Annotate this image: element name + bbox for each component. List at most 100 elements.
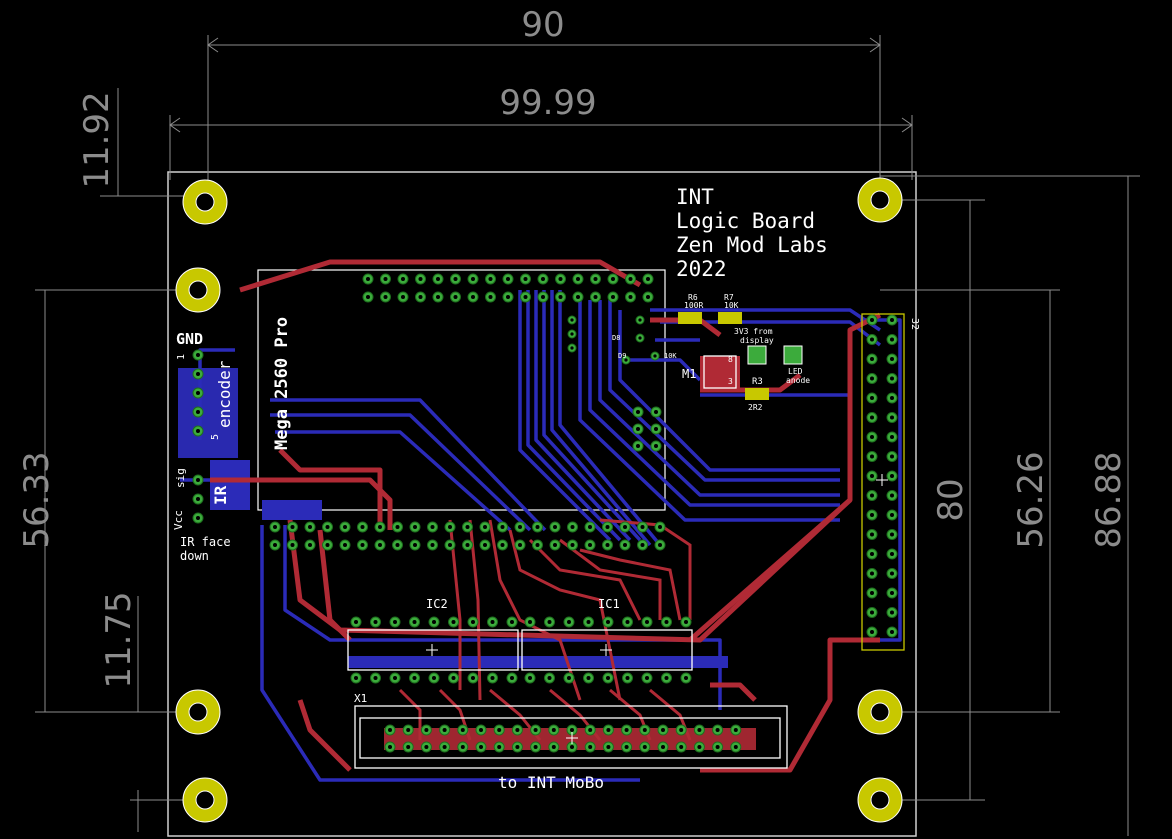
- x1-pin-drill: [642, 745, 647, 749]
- ic2-pin-drill: [412, 676, 417, 680]
- bottom-pour-bus: [262, 500, 322, 520]
- module-header-pad-drill: [308, 543, 312, 547]
- ic1-outline: [521, 629, 693, 671]
- encoder-pad-drill: [196, 372, 200, 376]
- module-side-pad-drill: [654, 444, 658, 448]
- ic2-pin-drill: [471, 676, 475, 680]
- header-pad-drill: [870, 513, 874, 517]
- title-line-2: Logic Board: [676, 209, 815, 233]
- header-pad-drill: [870, 415, 874, 420]
- header-pad-drill: [870, 552, 874, 556]
- x1-pin-drill: [442, 745, 447, 749]
- module-header-pad-drill: [273, 525, 277, 529]
- top-pour-m1: [700, 356, 740, 390]
- header-pad-drill: [870, 571, 874, 576]
- module-header-pad-drill: [401, 295, 405, 299]
- module-header-pad-drill: [465, 543, 470, 547]
- module-header-pad-drill: [570, 543, 575, 547]
- module-header-pad-drill: [430, 543, 435, 547]
- module-header-pad-drill: [623, 525, 627, 529]
- module-header-pad-drill: [488, 277, 493, 281]
- ic1-pin-drill: [567, 676, 571, 680]
- module-header-pad-drill: [611, 277, 615, 281]
- x1-pin-drill: [642, 728, 647, 732]
- header-pad-drill: [870, 532, 874, 537]
- x1-pin-drill: [479, 728, 483, 732]
- r3-pad: [745, 388, 769, 400]
- smd-parts: [678, 312, 803, 400]
- sig-label: sig: [174, 468, 187, 488]
- encoder-pad-drill: [196, 353, 200, 357]
- header-pad-drill: [890, 532, 894, 537]
- module-side-pad-drill: [636, 444, 640, 448]
- module-header-pad-drill: [366, 295, 370, 299]
- d8-label: D8: [612, 334, 620, 342]
- ic1-pin-drill: [586, 676, 591, 680]
- ir-pad-drill: [196, 478, 200, 482]
- ic1-pin-drill: [528, 676, 532, 680]
- module-side-pad-drill: [636, 410, 640, 414]
- vcc-label: Vcc: [172, 510, 185, 530]
- module-header-pad-drill: [500, 525, 505, 529]
- x1-pin-drill: [424, 745, 429, 749]
- m1-label: M1: [682, 367, 696, 381]
- ic1-pin-drill: [664, 676, 669, 680]
- header-pad-drill: [890, 415, 894, 420]
- x1-pin-drill: [733, 745, 738, 749]
- module-header-pad-drill: [448, 543, 452, 547]
- mount-holes: [175, 177, 903, 823]
- x1-pin-drill: [679, 745, 684, 749]
- module-header-pad-drill: [518, 525, 522, 529]
- module-header-pad-drill: [471, 295, 475, 299]
- dim-top-inner: 99.99: [499, 83, 596, 123]
- module-header-pad-drill: [290, 543, 295, 547]
- x1-pin-drill: [624, 728, 629, 732]
- module-header-pad-drill: [436, 277, 440, 281]
- m1-pin-8: 8: [728, 355, 733, 364]
- header-pad-drill: [870, 493, 874, 498]
- x1-pin-drill: [497, 745, 502, 749]
- r6-label: R6: [688, 293, 698, 302]
- x1-pin-drill: [570, 745, 574, 749]
- ic2-pin-drill: [393, 620, 397, 624]
- ic1-pin-drill: [567, 620, 571, 624]
- header-pad-drill: [890, 357, 894, 361]
- ic1-pin-drill: [625, 620, 630, 624]
- module-header-pad-drill: [518, 543, 522, 547]
- module-header-pad-drill: [418, 295, 423, 299]
- encoder-label: encoder: [215, 360, 234, 428]
- x1-pin-drill: [533, 745, 538, 749]
- x1-pin-drill: [715, 745, 720, 749]
- module-header-pad-drill: [523, 295, 528, 299]
- module-header-pad-drill: [605, 525, 610, 529]
- x1-pin-drill: [715, 728, 720, 732]
- module-header-pad-drill: [366, 277, 370, 281]
- header-pad-drill: [870, 357, 874, 361]
- ic2-pin-drill: [510, 620, 514, 624]
- header-pad-drill: [890, 591, 894, 595]
- module-header-pad-drill: [658, 543, 662, 547]
- x1-pin-drill: [388, 745, 392, 749]
- header-pad-drill: [870, 337, 874, 342]
- header-pad-drill: [870, 318, 874, 322]
- module-header-pad-drill: [558, 277, 563, 281]
- pads: [192, 273, 898, 753]
- dim-left-small-bottom: 11.75: [99, 591, 139, 688]
- module-header-pad-drill: [383, 295, 388, 299]
- dimension-lines: [35, 35, 1140, 836]
- module-header-pad-drill: [588, 525, 592, 529]
- module-header-pad-drill: [401, 277, 405, 281]
- module-header-pad-drill: [623, 543, 627, 547]
- led-label-2: anode: [786, 376, 810, 385]
- ic2-pin-drill: [432, 620, 436, 624]
- ic1-pin-drill: [645, 620, 649, 624]
- x1-pin-drill: [624, 745, 629, 749]
- x1-pin-drill: [497, 728, 502, 732]
- ic1-pin-drill: [664, 620, 669, 624]
- header-pad-drill: [890, 396, 894, 400]
- x1-pin-drill: [588, 728, 593, 732]
- x1-pin-drill: [479, 745, 483, 749]
- m1-outline: [703, 355, 737, 389]
- module-header-pad-drill: [436, 295, 440, 299]
